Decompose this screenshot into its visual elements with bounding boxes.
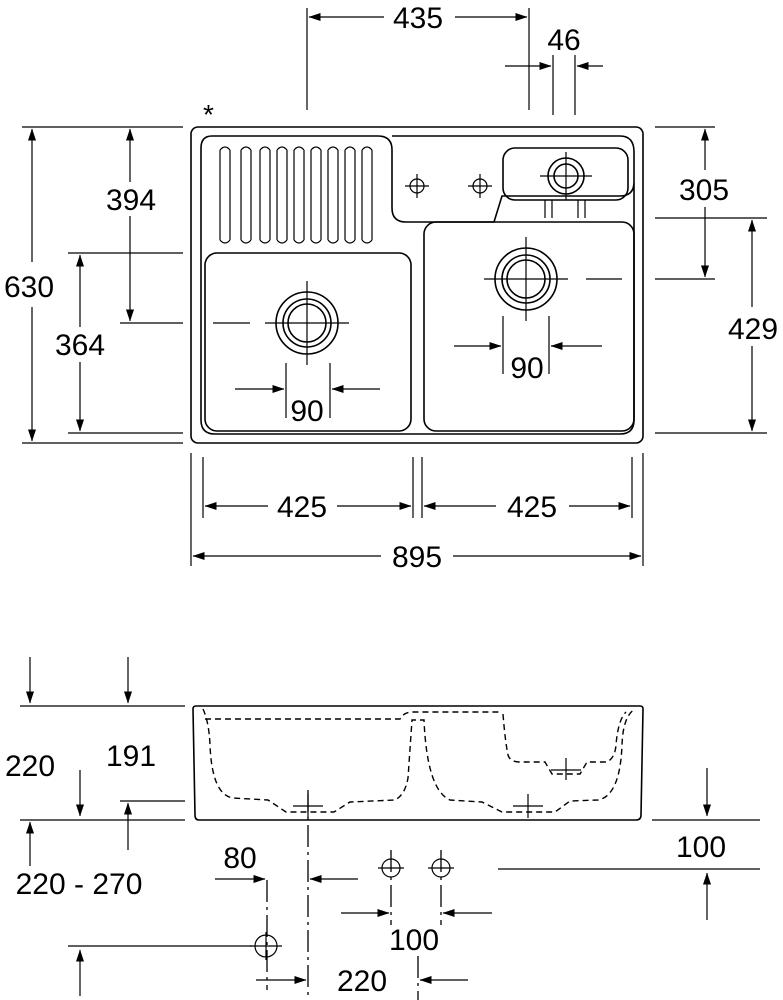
tap-hole-icon xyxy=(405,174,429,198)
tap-hole-icon xyxy=(378,858,404,878)
drainer-grooves xyxy=(219,146,373,244)
drain-connection-icon xyxy=(250,932,282,960)
dim-label: 46 xyxy=(547,24,580,57)
dim-label: 220 xyxy=(337,965,387,998)
dim-label: 80 xyxy=(223,842,256,875)
left-bowl xyxy=(204,252,412,432)
dim-label: 364 xyxy=(55,329,105,362)
dim-overall-height: 220 xyxy=(5,657,185,783)
dim-left-waste-offset: 90 xyxy=(235,363,380,428)
dim-floor-offset: 100 xyxy=(498,768,760,920)
dim-label: 630 xyxy=(4,271,54,304)
dim-tap-hole-gap: 46 xyxy=(505,24,603,115)
left-bowl-hidden xyxy=(202,708,636,813)
dim-tap-spacing: 100 xyxy=(341,909,492,957)
small-bowl-outlet xyxy=(540,152,592,200)
dim-label: 895 xyxy=(392,541,442,574)
dim-label: 191 xyxy=(106,740,156,773)
inner-contour xyxy=(200,135,635,435)
right-waste-outlet xyxy=(484,237,568,321)
dim-label: 100 xyxy=(676,831,726,864)
dim-waste-spacing: 220 xyxy=(256,965,468,998)
dim-label: 100 xyxy=(389,924,439,957)
right-bowl xyxy=(423,221,635,432)
dim-bowl-depth: 191 xyxy=(106,740,185,850)
dim-floor-reference xyxy=(68,945,252,996)
dim-label: 429 xyxy=(728,313,778,346)
dim-label: 305 xyxy=(679,174,729,207)
waste-outlet-icon xyxy=(513,794,543,818)
waste-outlet-icon xyxy=(551,758,581,780)
dim-label: 425 xyxy=(507,491,557,524)
dim-right-waste-offset: 90 xyxy=(454,316,602,385)
dim-overall-depth: 630 xyxy=(4,126,183,444)
dim-tap-offset: 435 xyxy=(306,2,530,110)
marker-asterisk: * xyxy=(203,99,214,130)
sink-body-outline xyxy=(192,705,644,821)
dim-label: 220 xyxy=(5,750,55,783)
left-waste-outlet xyxy=(265,281,349,365)
dim-label: 90 xyxy=(510,352,543,385)
dim-label: 220 - 270 xyxy=(16,868,143,901)
dim-label: 435 xyxy=(393,2,443,35)
small-bowl-hidden xyxy=(502,711,627,775)
dim-waste-offset: 80 xyxy=(215,842,358,883)
dim-small-bowl-offset: 305 xyxy=(655,126,729,280)
tap-hole-icon xyxy=(468,174,492,198)
dim-label: 394 xyxy=(106,184,156,217)
dim-base-line: 220 - 270 xyxy=(16,770,185,901)
left-bowl-rim-hidden xyxy=(205,711,500,720)
dim-drainer-depth: 394 xyxy=(106,128,183,324)
dim-left-bowl-depth: 364 xyxy=(55,252,183,434)
small-bowl-overflow xyxy=(544,200,586,218)
dim-bowl-widths: 425 425 895 xyxy=(190,453,644,574)
plan-view: * xyxy=(4,2,778,574)
tap-hole-icon xyxy=(428,858,454,878)
dim-right-bowl-depth: 429 xyxy=(655,217,778,434)
side-view: 220 191 220 - 270 80 100 xyxy=(5,657,760,1000)
dim-label: 90 xyxy=(290,395,323,428)
dim-label: 425 xyxy=(277,491,327,524)
sink-outline xyxy=(190,126,644,444)
